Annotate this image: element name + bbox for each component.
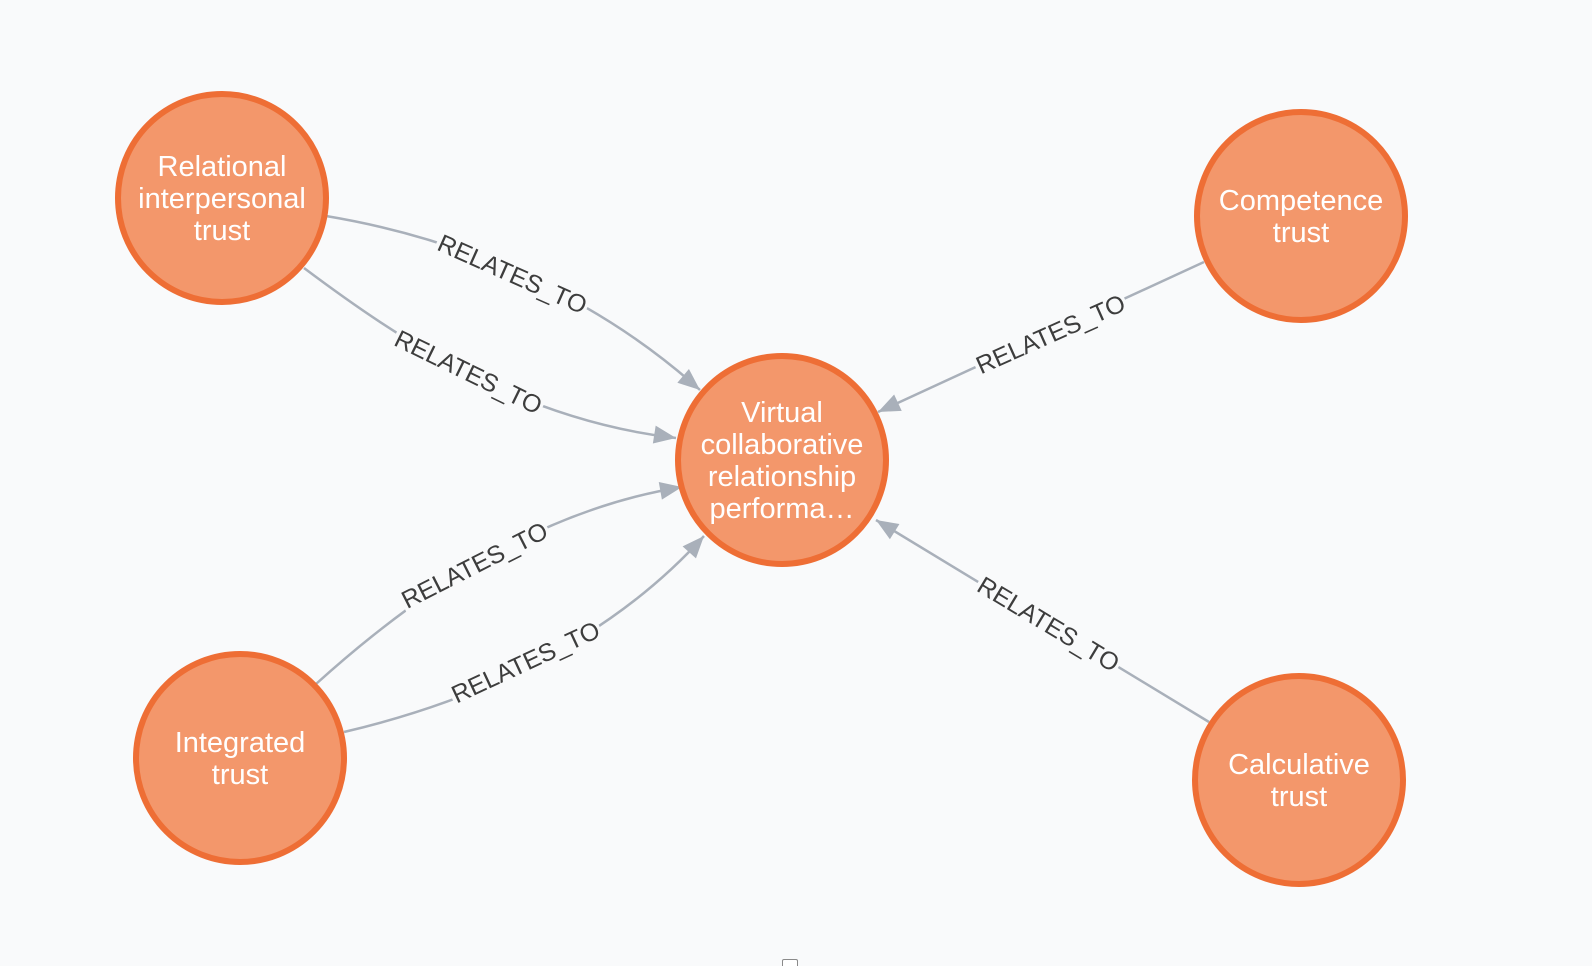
edge-label-background bbox=[445, 614, 607, 712]
relationship-edge[interactable]: RELATES_TO bbox=[343, 530, 711, 734]
edge-line[interactable] bbox=[325, 214, 701, 391]
arrowhead-icon bbox=[878, 394, 902, 412]
arrowhead-icon bbox=[652, 425, 676, 444]
edge-label: RELATES_TO bbox=[972, 571, 1124, 678]
resize-handle-icon[interactable] bbox=[782, 959, 798, 966]
edge-label: RELATES_TO bbox=[972, 289, 1130, 380]
arrowhead-icon bbox=[876, 520, 900, 540]
relationship-edge[interactable]: RELATES_TO bbox=[874, 260, 1205, 420]
edge-label-background bbox=[387, 323, 549, 423]
edge-label-group: RELATES_TO bbox=[430, 227, 594, 323]
node-circle[interactable] bbox=[115, 91, 329, 305]
node-circle[interactable] bbox=[133, 651, 347, 865]
relationship-edge[interactable]: RELATES_TO bbox=[871, 512, 1210, 724]
edge-label: RELATES_TO bbox=[390, 325, 546, 420]
arrowhead-icon bbox=[682, 536, 704, 559]
edge-label-background bbox=[395, 515, 555, 617]
edge-label-background bbox=[430, 227, 594, 323]
node-circle[interactable] bbox=[1192, 673, 1406, 887]
edge-line[interactable] bbox=[303, 266, 677, 440]
edge-line[interactable] bbox=[315, 485, 683, 685]
edge-label-group: RELATES_TO bbox=[969, 569, 1127, 681]
relationship-edge[interactable]: RELATES_TO bbox=[325, 214, 706, 397]
arrowhead-icon bbox=[677, 368, 700, 390]
relationship-edge[interactable]: RELATES_TO bbox=[315, 478, 684, 685]
node-circle[interactable] bbox=[675, 353, 889, 567]
node-circle[interactable] bbox=[1194, 109, 1408, 323]
edge-label-group: RELATES_TO bbox=[445, 614, 607, 712]
edge-label-background bbox=[969, 287, 1133, 383]
edge-line[interactable] bbox=[343, 535, 705, 734]
arrowhead-icon bbox=[658, 481, 682, 500]
edge-label-group: RELATES_TO bbox=[969, 287, 1133, 383]
relationship-edge[interactable]: RELATES_TO bbox=[303, 266, 677, 447]
edge-label: RELATES_TO bbox=[433, 229, 591, 320]
edge-label-group: RELATES_TO bbox=[395, 515, 555, 617]
edge-label: RELATES_TO bbox=[397, 517, 552, 615]
edge-label: RELATES_TO bbox=[447, 616, 604, 709]
edge-label-group: RELATES_TO bbox=[387, 323, 549, 423]
edge-label-background bbox=[969, 569, 1127, 681]
